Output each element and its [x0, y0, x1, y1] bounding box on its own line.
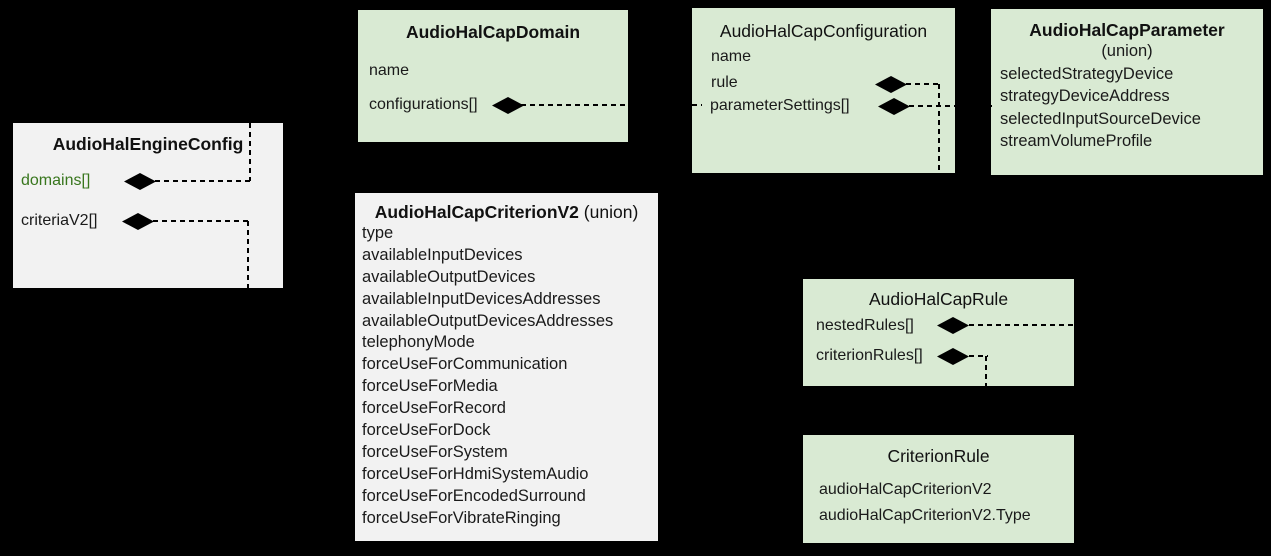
class-box-audio-hal-cap-parameter: AudioHalCapParameter (union) selectedStr… [991, 9, 1263, 175]
field-list: selectedStrategyDevice strategyDeviceAdd… [1000, 63, 1201, 152]
field-configurations: configurations[] [369, 96, 478, 113]
field-domains: domains[] [21, 172, 91, 189]
connector-parameter-settings-horizontal [900, 105, 992, 107]
field-telephony-mode: telephonyMode [362, 333, 475, 352]
box-title: AudioHalCapDomain [405, 22, 581, 42]
class-box-audio-hal-engine-config: AudioHalEngineConfig domains[] criteriaV… [13, 123, 283, 288]
field-nested-rules: nestedRules[] [816, 317, 914, 334]
field-criteria-v2: criteriaV2[] [21, 212, 98, 229]
connector-criterion-rules-horizontal [960, 355, 988, 357]
box-title-text: AudioHalCapCriterionV2 [374, 202, 579, 222]
field-force-use-for-hdmi-system-audio: forceUseForHdmiSystemAudio [362, 464, 589, 483]
field-available-output-devices-addresses: availableOutputDevicesAddresses [362, 311, 614, 330]
box-subtitle-union: (union) [583, 202, 639, 222]
field-force-use-for-record: forceUseForRecord [362, 399, 506, 418]
field-force-use-for-system: forceUseForSystem [362, 442, 508, 461]
field-strategy-device-address: strategyDeviceAddress [1000, 87, 1170, 106]
class-box-audio-hal-cap-rule: AudioHalCapRule nestedRules[] criterionR… [803, 279, 1074, 386]
box-subtitle-union: (union) [1101, 42, 1153, 60]
box-title: CriterionRule [887, 446, 990, 466]
field-list: type availableInputDevices availableOutp… [362, 223, 613, 529]
connector-criteria-v2-horizontal [144, 220, 248, 222]
field-audio-hal-cap-criterion-v2: audioHalCapCriterionV2 [819, 481, 992, 498]
aggregation-diamond-icon [875, 76, 907, 93]
connector-nested-rules-horizontal [960, 324, 1100, 326]
field-available-output-devices: availableOutputDevices [362, 267, 536, 286]
class-box-audio-hal-cap-domain: AudioHalCapDomain name configurations[] [358, 10, 628, 142]
aggregation-diamond-icon [878, 98, 910, 115]
box-title: AudioHalCapParameter [1029, 20, 1225, 40]
field-force-use-for-dock: forceUseForDock [362, 421, 491, 440]
connector-rule-horizontal [897, 83, 939, 85]
class-box-audio-hal-cap-criterion-v2: AudioHalCapCriterionV2 (union) type avai… [355, 193, 658, 541]
field-selected-strategy-device: selectedStrategyDevice [1000, 65, 1174, 83]
box-title: AudioHalCapRule [868, 289, 1009, 309]
connector-criteria-v2-vertical [247, 221, 249, 310]
field-name: name [711, 48, 752, 65]
aggregation-diamond-icon [124, 173, 156, 190]
field-force-use-for-encoded-surround: forceUseForEncodedSurround [362, 486, 586, 505]
box-title: AudioHalEngineConfig [52, 134, 244, 154]
field-force-use-for-vibrate-ringing: forceUseForVibrateRinging [362, 508, 561, 527]
field-selected-input-source-device: selectedInputSourceDevice [1000, 109, 1201, 128]
field-available-input-devices-addresses: availableInputDevicesAddresses [362, 289, 601, 308]
field-stream-volume-profile: streamVolumeProfile [1000, 131, 1153, 150]
field-criterion-rules: criterionRules[] [816, 347, 923, 364]
field-audio-hal-cap-criterion-v2-type: audioHalCapCriterionV2.Type [819, 507, 1031, 524]
connector-configurations-horizontal [512, 104, 702, 106]
field-force-use-for-media: forceUseForMedia [362, 377, 498, 396]
connector-domains-vertical [249, 123, 251, 181]
class-box-audio-hal-cap-configuration: AudioHalCapConfiguration name rule param… [692, 8, 955, 173]
box-title: AudioHalCapCriterionV2 (union) [355, 202, 658, 223]
aggregation-diamond-icon [937, 348, 969, 365]
field-name: name [369, 62, 410, 79]
connector-rule-vertical [938, 84, 940, 280]
connector-criterion-rules-vertical [985, 356, 987, 436]
field-parameter-settings: parameterSettings[] [710, 97, 850, 114]
field-type: type [362, 224, 394, 242]
aggregation-diamond-icon [122, 213, 154, 230]
field-rule: rule [711, 74, 738, 91]
field-force-use-for-communication: forceUseForCommunication [362, 355, 568, 374]
aggregation-diamond-icon [937, 317, 969, 334]
connector-domains-horizontal [146, 180, 250, 182]
box-title: AudioHalCapConfiguration [719, 21, 928, 41]
aggregation-diamond-icon [492, 97, 524, 114]
class-box-criterion-rule: CriterionRule audioHalCapCriterionV2 aud… [803, 435, 1074, 543]
field-available-input-devices: availableInputDevices [362, 245, 523, 264]
